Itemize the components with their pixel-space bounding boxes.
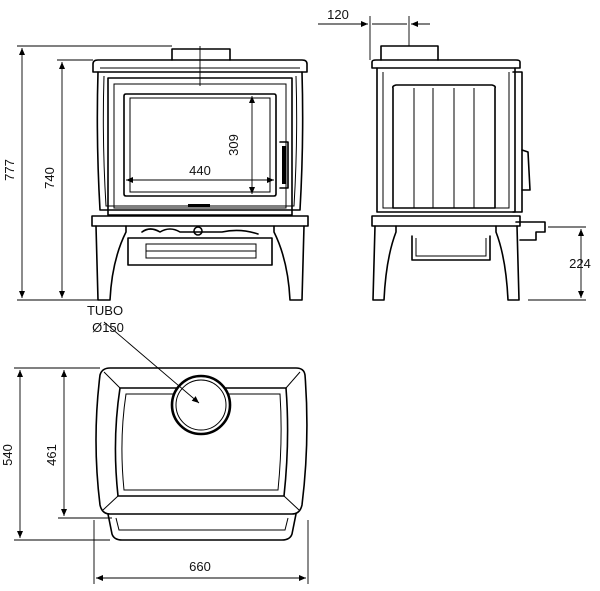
side-panel (392, 84, 496, 209)
front-glass-window (123, 93, 277, 197)
front-left-leg (95, 225, 127, 301)
front-logo (188, 204, 210, 207)
front-view (91, 48, 309, 301)
label-depth: 540 (0, 444, 15, 466)
top-dimensions (14, 321, 309, 584)
top-view (95, 367, 308, 541)
front-door-handle (279, 141, 289, 189)
top-flue-outlet (170, 374, 232, 436)
side-top-plate (371, 59, 521, 69)
top-front-ledge (107, 513, 297, 541)
top-outer-outline (95, 367, 308, 515)
side-dimensions (318, 16, 586, 301)
side-flue-collar (380, 45, 439, 61)
label-window-height: 309 (226, 134, 241, 156)
label-body-height: 740 (42, 167, 57, 189)
side-ash-box (411, 235, 491, 261)
side-view (371, 45, 546, 301)
label-width: 660 (189, 559, 211, 574)
front-dimensions (17, 45, 274, 301)
label-flue-name: TUBO (87, 303, 123, 318)
side-door-edge (512, 71, 523, 213)
front-door (107, 77, 293, 216)
side-base-ledge (371, 215, 521, 227)
front-body (96, 71, 304, 211)
label-inner-depth: 461 (44, 444, 59, 466)
label-total-height: 777 (2, 159, 17, 181)
front-air-control (141, 228, 259, 235)
side-left-leg (372, 225, 397, 301)
front-ash-drawer (127, 237, 273, 266)
front-right-leg (273, 225, 305, 301)
side-body (376, 67, 516, 213)
label-flue-diameter: Ø150 (92, 320, 124, 335)
side-right-leg (495, 225, 520, 301)
front-base-ledge (91, 215, 309, 227)
side-ash-drawer-pull (515, 221, 546, 241)
label-window-width: 440 (189, 163, 211, 178)
side-handle (521, 149, 531, 191)
flue-leader-line (103, 321, 200, 404)
label-flue-offset: 120 (327, 7, 349, 22)
front-top-plate (92, 59, 308, 73)
label-outlet-height: 224 (569, 256, 591, 271)
front-flue-collar (171, 48, 231, 61)
